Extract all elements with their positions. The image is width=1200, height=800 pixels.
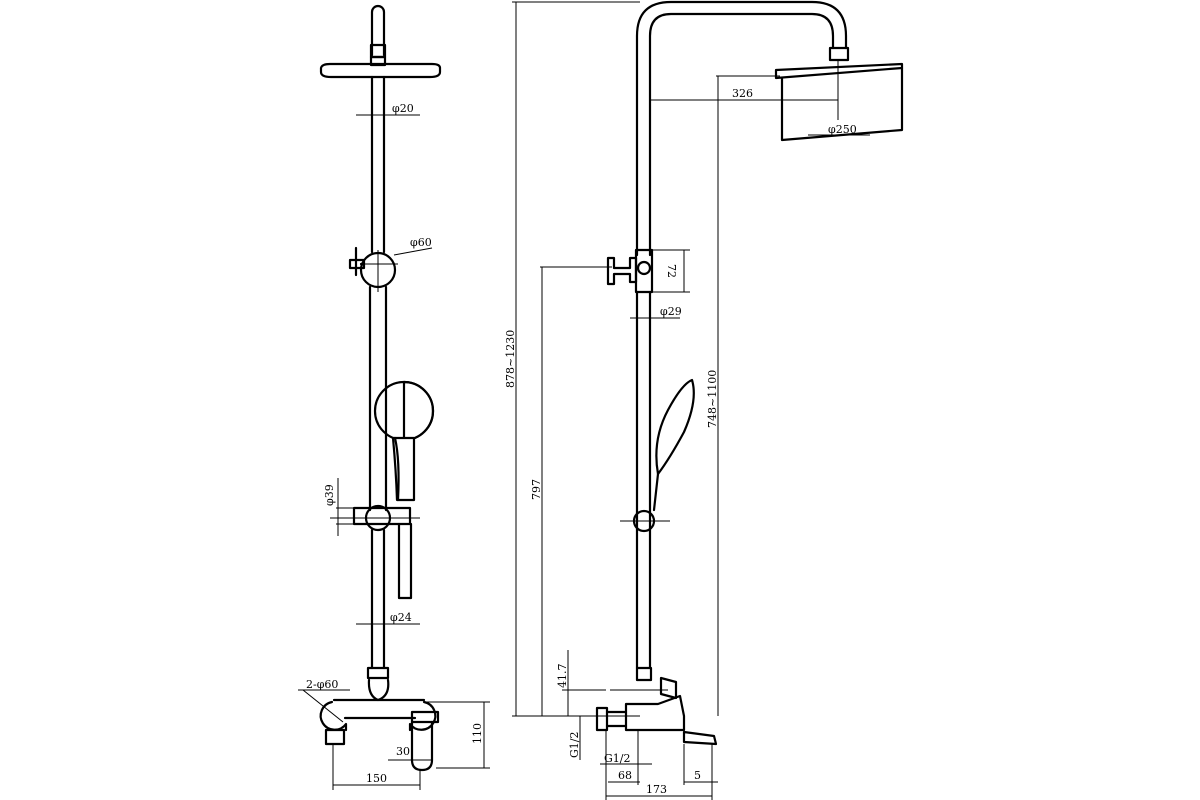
side-spout [682, 730, 718, 746]
side-arm-inner [648, 12, 835, 257]
front-top-pipe [370, 4, 386, 57]
dim-5-label: 5 [694, 769, 701, 782]
dim-phi250-label: φ250 [828, 123, 857, 136]
front-head-neck [369, 55, 387, 67]
dim-110-label: 110 [471, 723, 484, 744]
dim-g12-outlet-label: G1/2 [604, 752, 631, 765]
dim-326-label: 326 [732, 87, 753, 100]
side-hand-shower [655, 378, 695, 476]
side-view: 326 φ250 72 φ29 878~1230 797 748~11 [504, 0, 904, 800]
side-holder-knob [606, 256, 638, 286]
dim-phi60-label: φ60 [410, 236, 432, 249]
side-mixer-body [624, 694, 686, 732]
front-slider [352, 506, 412, 526]
front-lever [410, 720, 434, 772]
dim-30-label: 30 [396, 745, 410, 758]
dim-878-1230-label: 878~1230 [504, 330, 517, 388]
front-diverter [367, 678, 390, 702]
side-head-top [774, 62, 904, 80]
dim-g12-inlet-label: G1/2 [568, 732, 581, 759]
dim-phi60-leader [393, 247, 433, 256]
front-left-eccentric [324, 728, 346, 746]
side-inlet-nut [595, 706, 609, 732]
front-left-flange [319, 700, 348, 732]
dim-72-label: 72 [665, 264, 678, 278]
dim-150-label: 150 [366, 772, 387, 785]
dim-68-label: 68 [618, 769, 632, 782]
dim-173-label: 173 [646, 783, 667, 796]
dim-797-label: 797 [530, 479, 543, 500]
side-head-connector [828, 46, 850, 62]
front-view: φ20 φ60 φ39 φ24 [298, 4, 490, 790]
dim-phi24-label: φ24 [390, 611, 412, 624]
dim-2phi60-label: 2-φ60 [306, 678, 338, 691]
dim-phi20-label: φ20 [392, 102, 414, 115]
front-shower-head [319, 62, 442, 79]
side-diverter [659, 676, 678, 700]
dim-2phi60-leader [302, 689, 344, 723]
dim-phi39-label: φ39 [323, 484, 336, 506]
dim-phi29-label: φ29 [660, 305, 682, 318]
dim-748-1100-label: 748~1100 [706, 370, 719, 428]
dim-41-7-label: 41.7 [556, 664, 569, 689]
front-hose [397, 522, 413, 600]
side-arm-outer [635, 0, 848, 257]
front-rod-joint [366, 666, 390, 680]
